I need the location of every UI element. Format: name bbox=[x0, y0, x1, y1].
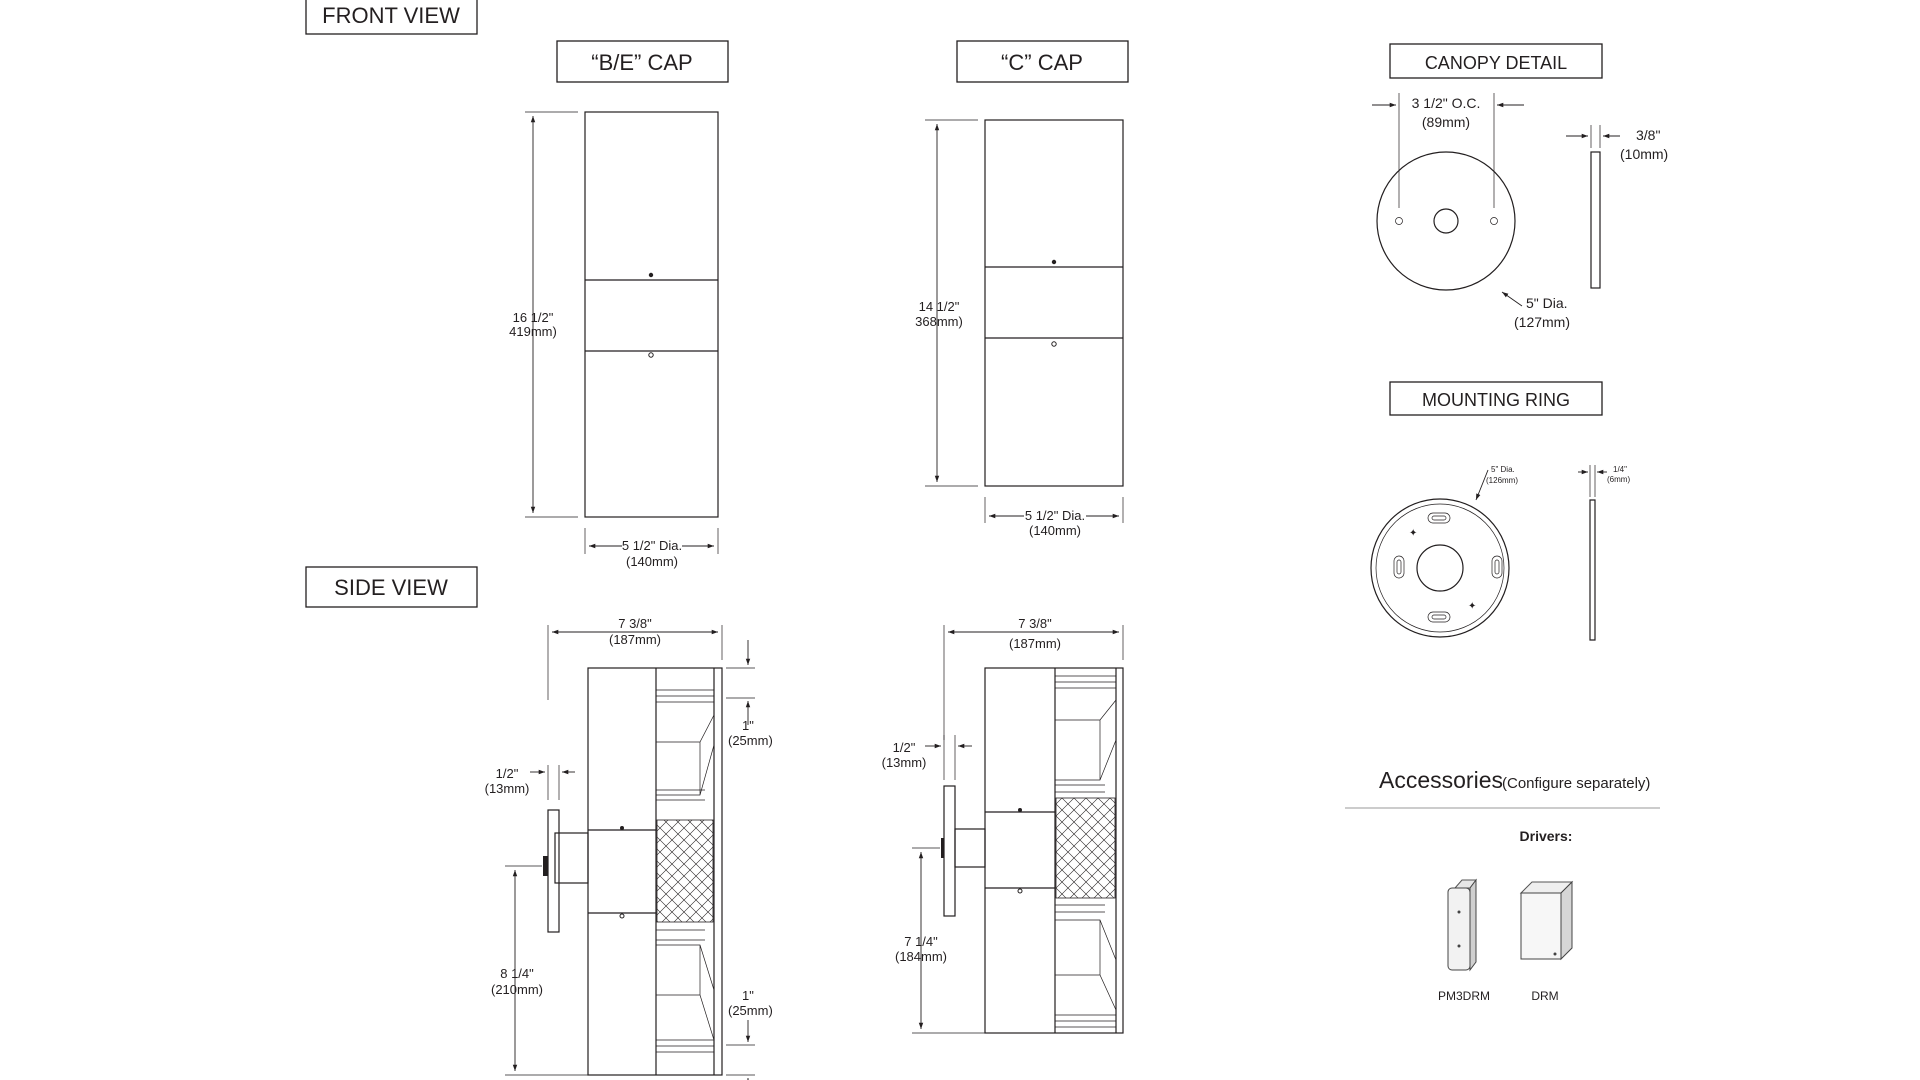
c-dia-mm-label: (140mm) bbox=[1029, 523, 1081, 538]
c-height-mm-label: 368mm) bbox=[915, 314, 963, 329]
front-view-c-cap-drawing: 14 1/2" 368mm) 5 1/2" Dia. (140mm) bbox=[915, 119, 1124, 538]
side-c-depth-mm-label: (187mm) bbox=[1009, 636, 1061, 651]
side-c-offset-mm-label: (13mm) bbox=[882, 755, 927, 770]
side-c-offset-label: 1/2" bbox=[893, 740, 916, 755]
ring-dia-mm-label: (126mm) bbox=[1486, 476, 1518, 485]
side-be-depth-label: 7 3/8" bbox=[618, 616, 652, 631]
accessories-panel: Accessories (Configure separately) Drive… bbox=[1345, 767, 1660, 1003]
canopy-oc-label: 3 1/2" O.C. bbox=[1412, 95, 1481, 111]
ring-thickness-label: 1/4" bbox=[1613, 465, 1627, 474]
ring-dia-label: 5" Dia. bbox=[1491, 465, 1515, 474]
side-be-bottom-mm-label: (25mm) bbox=[728, 1003, 773, 1018]
svg-text:✦: ✦ bbox=[1409, 528, 1417, 539]
canopy-oc-mm-label: (89mm) bbox=[1422, 114, 1470, 130]
svg-text:MOUNTING RING: MOUNTING RING bbox=[1422, 390, 1570, 410]
side-be-offset-label: 1/2" bbox=[496, 766, 519, 781]
mounting-ring-drawing: ✦ ✦ 5" Dia. (126mm) 1/4" (6mm) bbox=[1370, 465, 1630, 641]
side-be-top-label: 1" bbox=[742, 718, 754, 733]
canopy-detail-drawing: 3 1/2" O.C. (89mm) 3/8" (10mm) 5" Dia. (… bbox=[1372, 93, 1668, 330]
be-cap-title: “B/E” CAP bbox=[556, 40, 729, 83]
front-view-header: FRONT VIEW bbox=[305, 0, 478, 35]
be-dia-mm-label: (140mm) bbox=[626, 554, 678, 569]
svg-text:CANOPY DETAIL: CANOPY DETAIL bbox=[1425, 53, 1567, 73]
side-view-c-cap-drawing: 7 3/8" (187mm) 1/2" (13mm) 7 1/4" (184mm… bbox=[882, 616, 1124, 1034]
side-be-lower-label: 8 1/4" bbox=[500, 966, 534, 981]
side-be-top-mm-label: (25mm) bbox=[728, 733, 773, 748]
front-view-be-cap-drawing: 16 1/2" 419mm) 5 1/2" Dia. (140mm) bbox=[509, 111, 719, 569]
be-dia-label: 5 1/2" Dia. bbox=[622, 538, 682, 553]
c-height-label: 14 1/2" bbox=[919, 299, 960, 314]
side-view-be-cap-drawing: 7 3/8" (187mm) 1/2" (13mm) 8 1/4" ( bbox=[485, 616, 773, 1080]
side-view-header: SIDE VIEW bbox=[305, 566, 478, 608]
canopy-thickness-mm-label: (10mm) bbox=[1620, 146, 1668, 162]
svg-text:“C” CAP: “C” CAP bbox=[1001, 50, 1083, 75]
svg-text:FRONT VIEW: FRONT VIEW bbox=[322, 3, 460, 28]
side-be-offset-mm-label: (13mm) bbox=[485, 781, 530, 796]
side-c-depth-label: 7 3/8" bbox=[1018, 616, 1052, 631]
drivers-label: Drivers: bbox=[1520, 828, 1573, 844]
svg-text:SIDE VIEW: SIDE VIEW bbox=[334, 575, 448, 600]
accessories-note: (Configure separately) bbox=[1502, 775, 1650, 792]
drm-driver-icon[interactable] bbox=[1519, 880, 1574, 961]
ring-thickness-mm-label: (6mm) bbox=[1607, 475, 1630, 484]
mounting-ring-title: MOUNTING RING bbox=[1389, 381, 1603, 416]
accessories-title: Accessories bbox=[1379, 767, 1503, 793]
svg-text:“B/E” CAP: “B/E” CAP bbox=[591, 50, 692, 75]
c-cap-title: “C” CAP bbox=[956, 40, 1129, 83]
side-be-depth-mm-label: (187mm) bbox=[609, 632, 661, 647]
be-height-mm-label: 419mm) bbox=[509, 324, 557, 339]
side-c-lower-label: 7 1/4" bbox=[904, 934, 938, 949]
canopy-thickness-label: 3/8" bbox=[1636, 127, 1660, 143]
pm3drm-driver-icon[interactable] bbox=[1447, 878, 1477, 972]
canopy-dia-label: 5" Dia. bbox=[1526, 295, 1568, 311]
side-be-bottom-label: 1" bbox=[742, 988, 754, 1003]
svg-text:✦: ✦ bbox=[1468, 601, 1476, 612]
drm-label: DRM bbox=[1531, 989, 1558, 1003]
c-dia-label: 5 1/2" Dia. bbox=[1025, 508, 1085, 523]
canopy-detail-title: CANOPY DETAIL bbox=[1389, 43, 1603, 79]
side-be-lower-mm-label: (210mm) bbox=[491, 982, 543, 997]
side-c-lower-mm-label: (184mm) bbox=[895, 949, 947, 964]
pm3drm-label: PM3DRM bbox=[1438, 989, 1490, 1003]
be-height-label: 16 1/2" bbox=[513, 310, 554, 325]
canopy-dia-mm-label: (127mm) bbox=[1514, 314, 1570, 330]
